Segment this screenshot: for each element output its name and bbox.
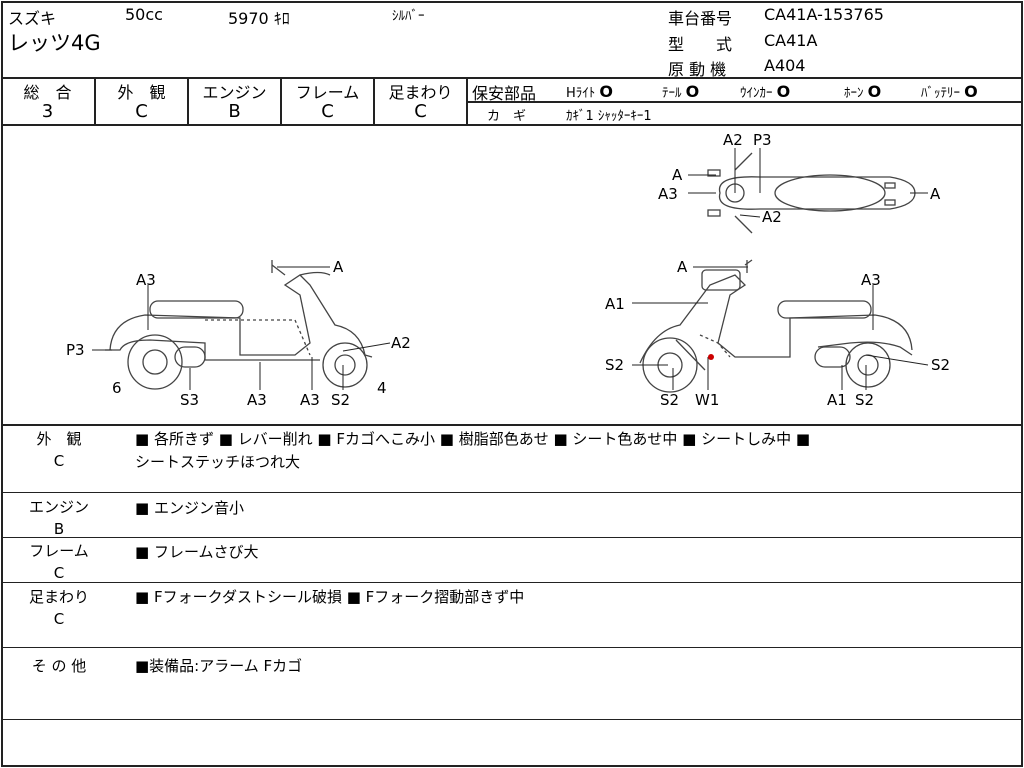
engine-label: 原 動 機 bbox=[668, 60, 727, 79]
mark-4: 4 bbox=[377, 379, 387, 397]
mark-a: A bbox=[930, 185, 941, 203]
grade-suspension-value: C bbox=[414, 101, 427, 122]
scooter-top-view bbox=[707, 152, 916, 234]
comment-text: ■装備品:アラーム Fカゴ bbox=[135, 657, 303, 675]
mark-a3: A3 bbox=[136, 271, 156, 289]
comment-text: ■ フレームさび大 bbox=[135, 543, 259, 561]
mark-a: A bbox=[672, 166, 683, 184]
mark-a3: A3 bbox=[658, 185, 678, 203]
safety-winker: ｳｲﾝｶｰ O bbox=[740, 82, 791, 101]
damage-diagram: A2 P3 A A3 A A2 A A3 P3 A2 6 S3 A3 A3 S2… bbox=[0, 125, 1024, 425]
engine-value: A404 bbox=[764, 56, 806, 75]
comment-text: ■ Fフォークダストシール破損 ■ Fフォーク摺動部きず中 bbox=[135, 588, 525, 606]
keys-label: カ ギ bbox=[487, 109, 527, 124]
comment-text: ■ 各所きず ■ レバー削れ ■ Fカゴへこみ小 ■ 樹脂部色あせ ■ シート色… bbox=[135, 430, 811, 448]
grade-engine-value: B bbox=[228, 101, 241, 122]
safety-label: 保安部品 bbox=[472, 84, 537, 103]
grade-exterior-value: C bbox=[135, 101, 148, 122]
mark-a2: A2 bbox=[391, 334, 411, 352]
comment-grade: C bbox=[53, 564, 65, 582]
chassis-number: CA41A-153765 bbox=[764, 5, 884, 24]
keys-value: ｶｷﾞ1 ｼｬｯﾀｰｷｰ1 bbox=[566, 109, 652, 124]
comment-category: そ の 他 bbox=[31, 657, 87, 675]
safety-horn: ﾎｰﾝ O bbox=[844, 82, 882, 101]
mark-a2: A2 bbox=[723, 131, 743, 149]
grade-frame-label: フレーム bbox=[295, 83, 360, 102]
comment-grade: B bbox=[53, 520, 65, 538]
mark-a2: A2 bbox=[762, 208, 782, 226]
mark-s2: S2 bbox=[660, 391, 680, 409]
mark-p3: P3 bbox=[66, 341, 85, 359]
model-name: レッツ4G bbox=[8, 31, 101, 55]
grade-overall-value: 3 bbox=[41, 101, 54, 122]
grade-overall-label: 総 合 bbox=[23, 83, 72, 102]
grade-engine-label: エンジン bbox=[202, 83, 267, 102]
mark-p3: P3 bbox=[753, 131, 772, 149]
mark-s2: S2 bbox=[605, 356, 625, 374]
type-value: CA41A bbox=[764, 31, 818, 50]
mark-s2: S2 bbox=[331, 391, 351, 409]
comment-grade: C bbox=[53, 610, 65, 628]
divider bbox=[1, 124, 1023, 126]
safety-battery: ﾊﾞｯﾃﾘｰ O bbox=[921, 82, 978, 101]
mark-a1: A1 bbox=[605, 295, 625, 313]
comment-text: ■ エンジン音小 bbox=[135, 499, 244, 517]
grade-frame-value: C bbox=[321, 101, 334, 122]
mark-a3: A3 bbox=[247, 391, 267, 409]
mark-a3: A3 bbox=[300, 391, 320, 409]
mark-s2: S2 bbox=[855, 391, 875, 409]
grade-exterior-label: 外 観 bbox=[117, 83, 166, 102]
type-label: 型 式 bbox=[668, 35, 733, 54]
safety-headlight: Hﾗｲﾄ O bbox=[566, 82, 614, 101]
mark-a: A bbox=[677, 258, 688, 276]
comment-category: エンジン bbox=[28, 498, 89, 516]
mark-a1: A1 bbox=[827, 391, 847, 409]
mark-w1: W1 bbox=[695, 391, 720, 409]
mark-s3: S3 bbox=[180, 391, 200, 409]
comment-category: 足まわり bbox=[28, 588, 89, 606]
mark-a3: A3 bbox=[861, 271, 881, 289]
chassis-label: 車台番号 bbox=[668, 9, 733, 28]
displacement: 50cc bbox=[125, 5, 163, 24]
maker: スズキ bbox=[8, 9, 57, 28]
grade-suspension-label: 足まわり bbox=[388, 83, 453, 102]
mark-6: 6 bbox=[112, 379, 122, 397]
comment-grade: C bbox=[53, 452, 65, 470]
safety-tail: ﾃｰﾙ O bbox=[662, 82, 700, 101]
comment-category: フレーム bbox=[29, 542, 89, 560]
mark-s2: S2 bbox=[931, 356, 951, 374]
comment-text: シートステッチほつれ大 bbox=[135, 453, 301, 471]
mileage: 5970 ｷﾛ bbox=[228, 9, 290, 28]
mark-a: A bbox=[333, 258, 344, 276]
scooter-left-view bbox=[105, 260, 373, 390]
divider bbox=[1, 77, 1023, 79]
comment-category: 外 観 bbox=[36, 430, 82, 448]
color: ｼﾙﾊﾞｰ bbox=[392, 9, 425, 24]
scooter-drawings bbox=[92, 148, 929, 393]
divider bbox=[467, 101, 1023, 103]
